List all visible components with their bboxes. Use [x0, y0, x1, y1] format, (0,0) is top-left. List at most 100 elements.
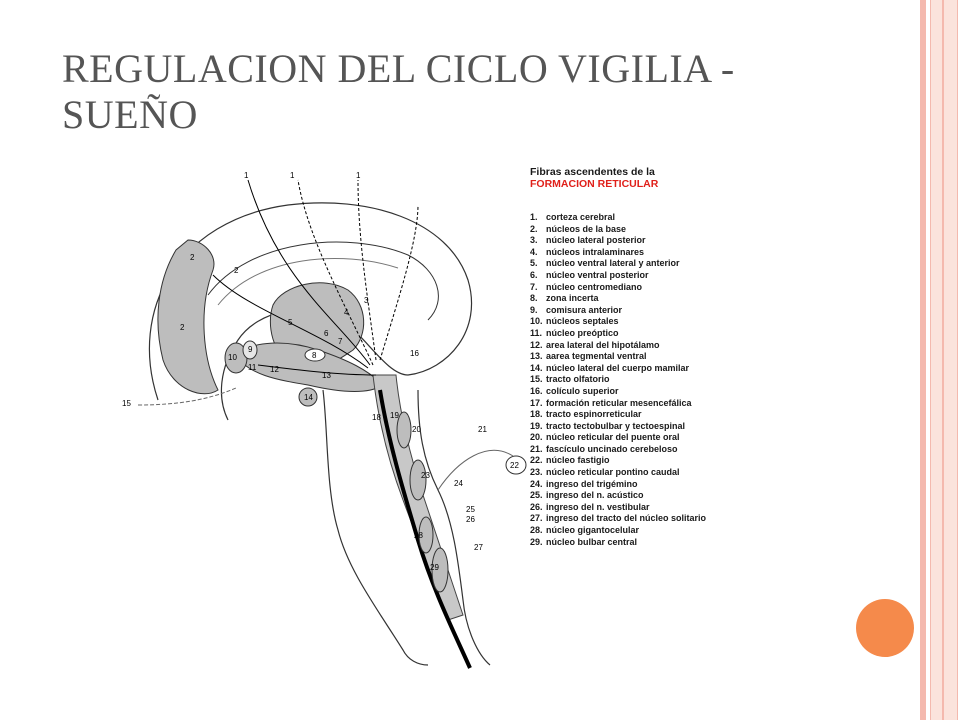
legend-item: 16.colículo superior — [530, 386, 790, 398]
legend-item: 4.núcleos intralaminares — [530, 247, 790, 259]
legend-item: 18.tracto espinorreticular — [530, 409, 790, 421]
legend-item-number: 7. — [530, 281, 538, 292]
ascending-fiber-3 — [357, 179, 377, 361]
legend-item-number: 25. — [530, 490, 543, 501]
legend: Fibras ascendentes de la FORMACION RETIC… — [530, 166, 790, 548]
legend-item: 21.fascículo uncinado cerebeloso — [530, 444, 790, 456]
legend-item-number: 19. — [530, 420, 543, 431]
right-border-stripe-inner — [942, 0, 944, 720]
legend-item: 6.núcleo ventral posterior — [530, 270, 790, 282]
ascending-fiber-4 — [379, 204, 419, 361]
legend-item: 19.tracto tectobulbar y tectoespinal — [530, 421, 790, 433]
legend-item-number: 22. — [530, 455, 543, 466]
label-23: 23 — [421, 471, 430, 480]
label-1c: 1 — [356, 171, 361, 180]
cerebrum-outline — [148, 202, 473, 421]
legend-item: 5. núcleo ventral lateral y anterior — [530, 258, 790, 270]
legend-item-text: ingreso del tracto del núcleo solitario — [546, 513, 707, 524]
legend-item-text: tracto olfatorio — [546, 374, 610, 385]
label-15: 15 — [122, 399, 131, 408]
legend-item-text: tracto espinorreticular — [546, 409, 642, 420]
label-6: 6 — [324, 329, 329, 338]
legend-item-number: 1. — [530, 212, 538, 222]
legend-item: 26.ingreso del n. vestibular — [530, 502, 790, 514]
label-3: 3 — [364, 296, 369, 305]
label-7: 7 — [338, 337, 343, 346]
legend-item-text: fascículo uncinado cerebeloso — [546, 443, 678, 454]
legend-item-number: 5. — [530, 258, 538, 269]
label-29: 29 — [430, 563, 439, 572]
legend-item-number: 13. — [530, 351, 543, 362]
label-10: 10 — [228, 353, 237, 362]
legend-item: 17.formación reticular mesencefálica — [530, 398, 790, 410]
nucleus-8 — [304, 348, 326, 362]
legend-item-text: núcleo ventral lateral y anterior — [546, 258, 680, 269]
label-4: 4 — [344, 308, 349, 317]
nucleus-14 — [298, 387, 318, 407]
legend-item-number: 6. — [530, 269, 538, 280]
label-25: 25 — [466, 505, 475, 514]
legend-item-text: colículo superior — [546, 385, 619, 396]
legend-item-number: 27. — [530, 513, 543, 524]
legend-item-text: aarea tegmental ventral — [546, 351, 647, 362]
label-21: 21 — [478, 425, 487, 434]
legend-item: 15.tracto olfatorio — [530, 374, 790, 386]
decorative-orange-circle — [856, 599, 914, 657]
diagram-labels: 1 1 1 2 2 2 3 4 5 6 7 8 9 10 11 12 13 14… — [122, 171, 519, 572]
legend-item-text: núcleo lateral del cuerpo mamilar — [546, 362, 690, 373]
corpus-callosum — [207, 241, 439, 321]
legend-item-text: formación reticular mesencefálica — [546, 397, 692, 408]
legend-item-text: núcleo preóptico — [546, 327, 619, 338]
legend-item: 27.ingreso del tracto del núcleo solitar… — [530, 513, 790, 525]
legend-heading-red: FORMACION RETICULAR — [530, 178, 659, 190]
legend-item: 7.núcleo centromediano — [530, 282, 790, 294]
shaded-preoptic — [242, 340, 258, 360]
legend-item-number: 9. — [530, 304, 538, 315]
legend-item-text: núcleos septales — [546, 316, 619, 327]
ascending-fiber-1 — [247, 179, 371, 366]
legend-item: 25.ingreso del n. acústico — [530, 490, 790, 502]
legend-item: 3.núcleo lateral posterior — [530, 235, 790, 247]
olfactory-tract — [137, 387, 237, 406]
label-24: 24 — [454, 479, 463, 488]
legend-item-text: núcleos de la base — [546, 223, 627, 234]
legend-item-number: 23. — [530, 467, 543, 478]
legend-item: 12.area lateral del hipotálamo — [530, 340, 790, 352]
legend-item-text: tracto tectobulbar y tectoespinal — [546, 420, 686, 431]
title-line-2: SUEÑO — [62, 92, 198, 137]
legend-item-text: zona incerta — [546, 293, 599, 304]
label-11: 11 — [248, 363, 257, 372]
legend-item-number: 20. — [530, 432, 543, 443]
fiber-21 — [437, 449, 514, 491]
legend-item-text: núcleo fastigio — [546, 455, 610, 466]
legend-item-text: núcleo gigantocelular — [546, 525, 640, 536]
right-border-stripe-band — [930, 0, 958, 720]
fiber-to-cortex — [212, 274, 369, 369]
label-12: 12 — [270, 365, 279, 374]
legend-item-number: 10. — [530, 316, 543, 327]
legend-item: 8. zona incerta — [530, 293, 790, 305]
nucleus-22 — [505, 455, 527, 475]
legend-item: 13.aarea tegmental ventral — [530, 351, 790, 363]
legend-item-number: 21. — [530, 443, 543, 454]
title-line-1: REGULACION DEL CICLO VIGILIA - — [62, 46, 735, 91]
legend-item: 9.comisura anterior — [530, 305, 790, 317]
legend-item-text: ingreso del trigémino — [546, 478, 638, 489]
nucleus-23 — [409, 459, 427, 501]
legend-item: 24.ingreso del trigémino — [530, 479, 790, 491]
label-13: 13 — [322, 371, 331, 380]
legend-item-number: 8. — [530, 293, 538, 304]
legend-item-number: 16. — [530, 385, 543, 396]
legend-item-number: 26. — [530, 501, 543, 512]
nucleus-29 — [431, 547, 449, 593]
legend-item-text: ingreso del n. vestibular — [546, 501, 650, 512]
label-5: 5 — [288, 318, 293, 327]
fiber-to-hypothalamus — [257, 364, 377, 376]
label-28: 28 — [414, 531, 423, 540]
shaded-cortex — [157, 239, 219, 395]
legend-item-number: 3. — [530, 235, 538, 246]
brainstem-outline — [322, 389, 429, 666]
legend-item-number: 28. — [530, 525, 543, 536]
